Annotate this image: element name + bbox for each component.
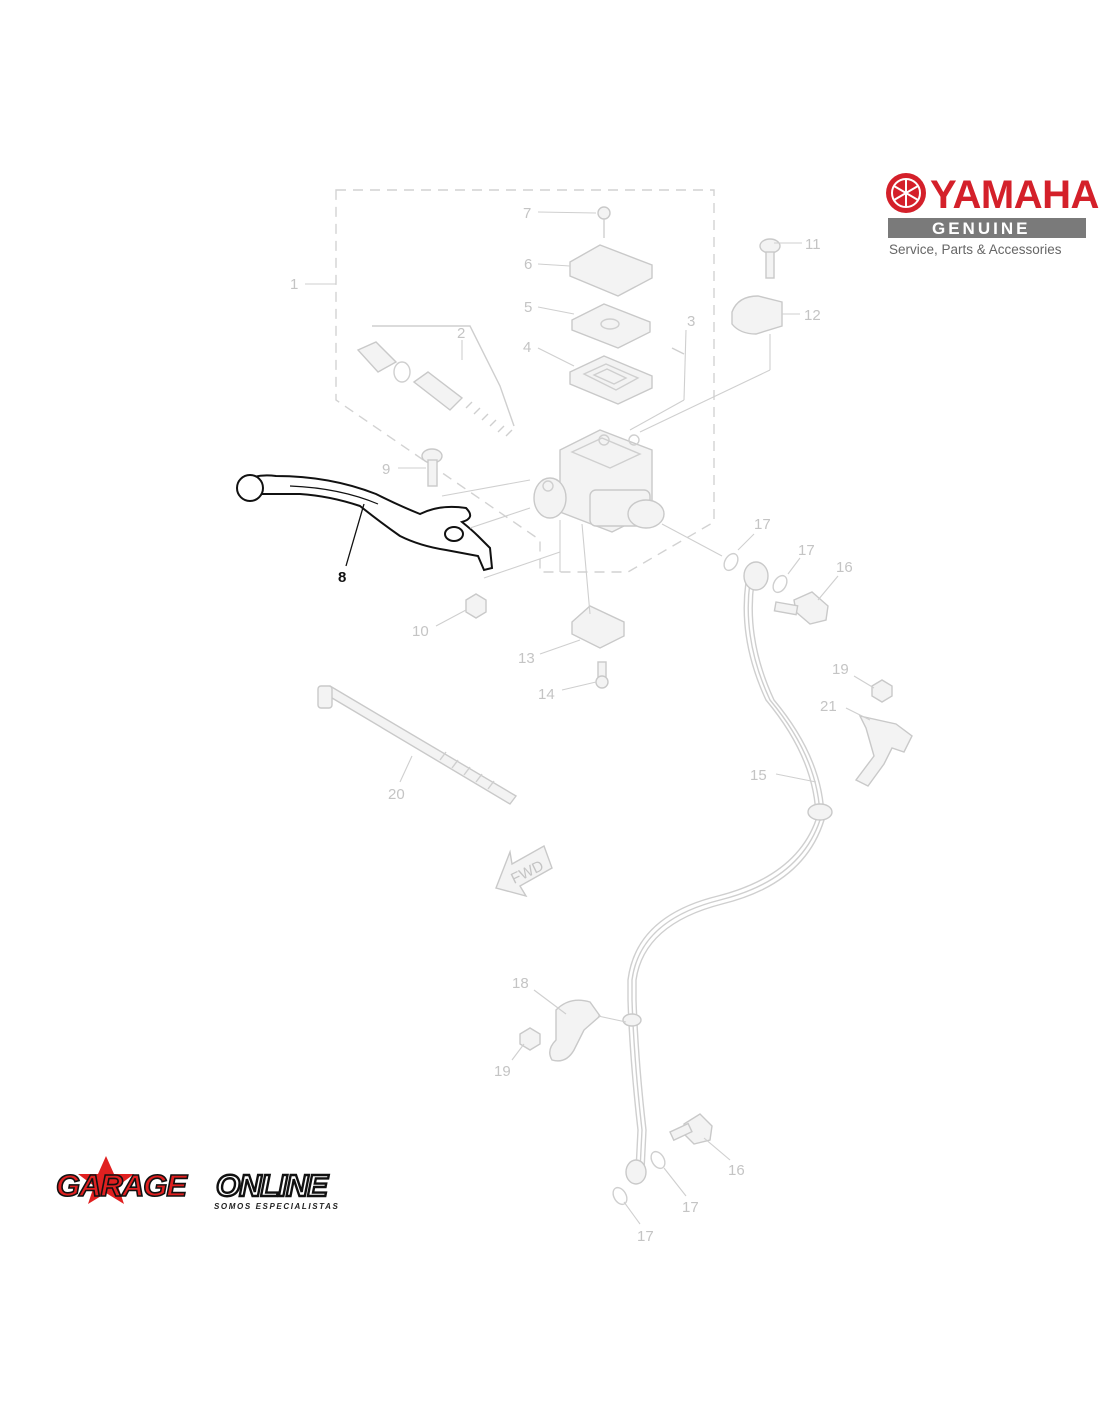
pin-part-3 bbox=[671, 347, 685, 355]
callout-17-b: 17 bbox=[798, 542, 815, 559]
callout-10: 10 bbox=[412, 623, 429, 640]
callout-3: 3 bbox=[687, 313, 695, 330]
callout-5: 5 bbox=[524, 299, 532, 316]
garageonline-logo: GARAGE ONLINE SOMOS ESPECIALISTAS bbox=[55, 1156, 339, 1211]
yamaha-wordmark: YAMAHA bbox=[930, 173, 1099, 217]
holder-part-12 bbox=[731, 295, 783, 335]
callout-17-c: 17 bbox=[682, 1199, 699, 1216]
callout-17-d: 17 bbox=[637, 1228, 654, 1245]
callouts: 1 2 3 4 5 6 7 8 9 10 11 12 13 14 15 16 1… bbox=[290, 205, 853, 1245]
genuine-banner bbox=[888, 218, 1086, 238]
brake-hose-part-15 bbox=[622, 561, 833, 1185]
callout-21: 21 bbox=[820, 698, 837, 715]
callout-18: 18 bbox=[512, 975, 529, 992]
callout-13: 13 bbox=[518, 650, 535, 667]
cable-tie-part-20 bbox=[317, 685, 518, 805]
online-wordmark: ONLINE bbox=[216, 1168, 329, 1203]
reservoir-cap-part-6 bbox=[569, 244, 653, 297]
piston-kit-part-2 bbox=[356, 325, 515, 437]
clamp-part-18 bbox=[549, 999, 601, 1062]
callout-15: 15 bbox=[750, 767, 767, 784]
diaphragm-part-4 bbox=[569, 355, 653, 405]
screw-part-14 bbox=[595, 661, 609, 689]
leader-lines bbox=[305, 211, 875, 1225]
yamaha-genuine-logo: YAMAHA GENUINE Service, Parts & Accessor… bbox=[886, 173, 1099, 257]
callout-9: 9 bbox=[382, 461, 390, 478]
callout-6: 6 bbox=[524, 256, 532, 273]
master-cylinder-body bbox=[533, 429, 665, 533]
washer-part-17-c bbox=[650, 1150, 666, 1170]
union-bolt-part-16-b bbox=[669, 1113, 713, 1145]
callout-20: 20 bbox=[388, 786, 405, 803]
assembly-outline bbox=[335, 189, 715, 573]
callout-12: 12 bbox=[804, 307, 821, 324]
callout-8: 8 bbox=[338, 569, 346, 586]
washer-part-17-a bbox=[723, 552, 739, 572]
plate-part-5 bbox=[571, 303, 651, 349]
garage-wordmark: GARAGE bbox=[56, 1168, 188, 1203]
clip-part-21 bbox=[854, 714, 913, 787]
nut-part-10 bbox=[465, 593, 487, 619]
callout-2: 2 bbox=[457, 325, 465, 342]
bolt-part-19-b bbox=[871, 679, 893, 703]
union-bolt-part-16-a bbox=[773, 591, 829, 625]
switch-part-13 bbox=[571, 605, 625, 649]
callout-16-b: 16 bbox=[728, 1162, 745, 1179]
dealer-slogan: SOMOS ESPECIALISTAS bbox=[214, 1202, 339, 1211]
callout-16-a: 16 bbox=[836, 559, 853, 576]
star-icon bbox=[78, 1156, 134, 1204]
callout-7: 7 bbox=[523, 205, 531, 222]
brake-lever-part-8[interactable] bbox=[236, 474, 494, 572]
pivot-bolt-part-9 bbox=[421, 448, 443, 487]
callout-17-a: 17 bbox=[754, 516, 771, 533]
callout-1: 1 bbox=[290, 276, 298, 293]
callout-19-a: 19 bbox=[494, 1063, 511, 1080]
screw-part-7 bbox=[597, 206, 611, 238]
callout-11: 11 bbox=[805, 236, 821, 253]
callout-4: 4 bbox=[523, 339, 531, 356]
bolt-part-19-a bbox=[519, 1027, 541, 1051]
washer-part-17-d bbox=[612, 1186, 628, 1206]
washer-part-17-b bbox=[772, 574, 788, 594]
forward-arrow: FWD bbox=[495, 844, 553, 898]
bolt-part-11 bbox=[759, 238, 781, 279]
callout-19-b: 19 bbox=[832, 661, 849, 678]
callout-14: 14 bbox=[538, 686, 555, 703]
genuine-label: GENUINE bbox=[932, 219, 1030, 238]
yamaha-tagline: Service, Parts & Accessories bbox=[889, 242, 1062, 257]
